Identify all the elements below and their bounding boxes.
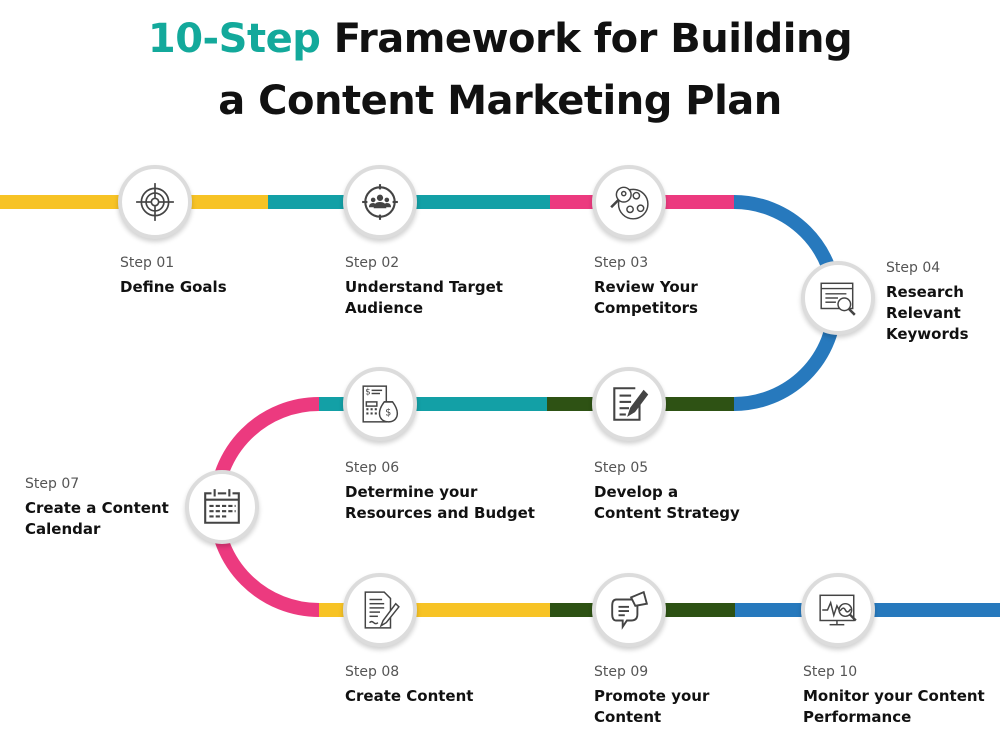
- page-title-line-1: 10-Step Framework for Building: [0, 16, 1000, 62]
- step-04-label: Step 04 Research Relevant Keywords: [886, 260, 986, 345]
- competitor-search-icon: [610, 186, 649, 220]
- svg-text:$: $: [385, 408, 391, 419]
- step-title: Define Goals: [120, 278, 227, 296]
- step-10-label: Step 10 Monitor your Content Performance: [803, 664, 998, 728]
- step-title: Develop a Content Strategy: [594, 483, 740, 522]
- step-01-label: Step 01 Define Goals: [120, 255, 320, 298]
- write-content-icon: [364, 591, 400, 629]
- step-10-node: [801, 573, 875, 647]
- step-number: Step 01: [120, 255, 175, 271]
- step-06-node: $ $: [343, 367, 417, 441]
- step-number: Step 03: [594, 255, 649, 271]
- document-edit-icon: [613, 387, 649, 421]
- step-title: Determine your Resources and Budget: [345, 483, 535, 522]
- step-title: Create a Content Calendar: [25, 499, 169, 538]
- megaphone-chat-icon: [611, 590, 649, 630]
- step-title: Understand Target Audience: [345, 278, 503, 317]
- step-07-node: [185, 470, 259, 544]
- keyword-research-icon: [820, 282, 856, 316]
- step-03-label: Step 03 Review Your Competitors: [594, 255, 724, 319]
- step-09-node: [592, 573, 666, 647]
- performance-monitor-icon: [819, 594, 857, 626]
- step-03-node: [592, 165, 666, 239]
- step-title: Promote your Content: [594, 687, 710, 726]
- step-05-label: Step 05 Develop a Content Strategy: [594, 460, 744, 524]
- step-title: Create Content: [345, 687, 474, 705]
- step-number: Step 02: [345, 255, 400, 271]
- step-title: Research Relevant Keywords: [886, 283, 969, 343]
- title-rest: Framework for Building: [320, 16, 853, 62]
- step-number: Step 05: [594, 460, 649, 476]
- step-07-label: Step 07 Create a Content Calendar: [25, 476, 175, 540]
- step-number: Step 06: [345, 460, 400, 476]
- calendar-icon: [204, 489, 240, 524]
- step-05-node: [592, 367, 666, 441]
- step-08-node: [343, 573, 417, 647]
- step-02-label: Step 02 Understand Target Audience: [345, 255, 515, 319]
- step-06-label: Step 06 Determine your Resources and Bud…: [345, 460, 545, 524]
- step-number: Step 07: [25, 476, 80, 492]
- step-title: Review Your Competitors: [594, 278, 698, 317]
- page-title-line-2: a Content Marketing Plan: [218, 78, 782, 124]
- step-04-node: [801, 261, 875, 335]
- audience-target-icon: [362, 184, 398, 220]
- step-02-node: [343, 165, 417, 239]
- budget-money-icon: $ $: [362, 385, 399, 423]
- step-01-node: [118, 165, 192, 239]
- step-09-label: Step 09 Promote your Content: [594, 664, 724, 728]
- step-number: Step 08: [345, 664, 400, 680]
- step-number: Step 10: [803, 664, 858, 680]
- target-icon: [136, 183, 174, 221]
- svg-text:$: $: [365, 387, 370, 397]
- title-accent: 10-Step: [147, 16, 321, 62]
- step-title: Monitor your Content Performance: [803, 687, 985, 726]
- step-number: Step 09: [594, 664, 649, 680]
- step-08-label: Step 08 Create Content: [345, 664, 495, 707]
- step-number: Step 04: [886, 260, 941, 276]
